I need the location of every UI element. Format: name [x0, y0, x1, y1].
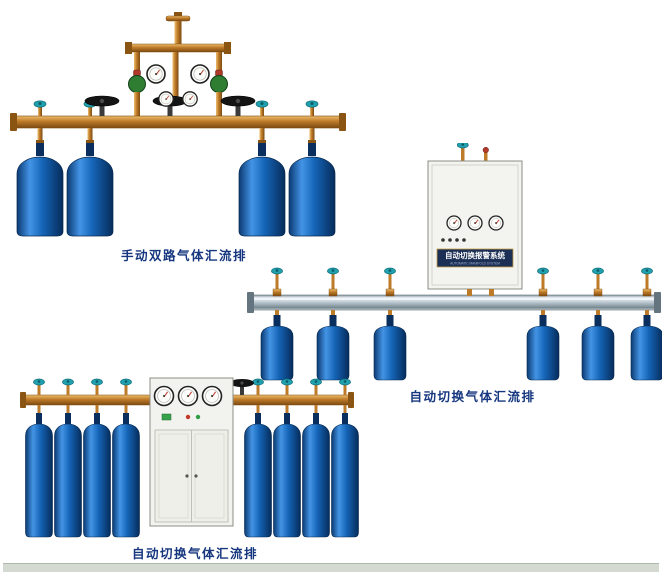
bar-fittings	[272, 288, 652, 297]
auto-switch-illustration-2	[20, 377, 359, 538]
gas-cylinder	[331, 412, 359, 538]
figure3-caption: 自动切换气体汇流排	[131, 547, 258, 561]
gas-cylinder	[112, 412, 140, 538]
gas-cylinder	[302, 412, 330, 538]
indicator-dot	[195, 414, 201, 420]
teal-valve-cap	[255, 100, 269, 108]
pressure-gauge	[177, 385, 199, 407]
teal-valve-cap	[33, 378, 45, 386]
cabinet-label: 自动切换报警系统	[445, 250, 505, 260]
valve-handwheel	[230, 379, 254, 395]
cabinet-sublabel: AUTOMATIC MANIFOLD SYSTEM	[450, 262, 500, 266]
pressure-regulator	[128, 75, 146, 93]
door-handle	[194, 474, 198, 478]
figure2-caption: 自动切换气体汇流排	[409, 390, 536, 404]
cabinet-label-plate	[436, 248, 514, 268]
pressure-gauge	[201, 385, 223, 407]
teal-valve-cap	[339, 378, 351, 386]
gas-cylinder	[581, 314, 615, 381]
cylinder-connectors	[36, 128, 316, 145]
pressure-gauge	[488, 215, 504, 231]
teal-valve-cap	[271, 267, 283, 275]
cylinder-valve-risers	[271, 267, 653, 295]
indicator-dot	[462, 238, 466, 242]
indicator-light	[161, 413, 172, 421]
indicator-dot	[185, 414, 191, 420]
gas-cylinder	[526, 314, 560, 381]
figure-auto-switch-manifold-2: 自动切换气体汇流排	[12, 372, 362, 562]
control-cabinet	[149, 377, 234, 527]
manifold-bar	[247, 292, 661, 313]
teal-valve-cap	[456, 143, 469, 149]
pressure-gauge	[158, 91, 174, 107]
figure1-caption: 手动双路气体汇流排	[120, 249, 247, 263]
teal-valve-cap	[310, 378, 322, 386]
teal-valve-cap	[33, 100, 47, 108]
manifold-pipe	[10, 113, 346, 131]
gas-cylinder	[316, 314, 350, 381]
teal-valve-cap	[281, 378, 293, 386]
pressure-gauge	[467, 215, 483, 231]
gas-cylinder	[25, 412, 53, 538]
teal-valve-cap	[120, 378, 132, 386]
teal-valve-cap	[91, 378, 103, 386]
teal-valve-cap	[641, 267, 653, 275]
indicator-dot	[448, 238, 452, 242]
gas-cylinder	[244, 412, 272, 538]
gas-cylinder	[66, 142, 114, 237]
gas-cylinder	[260, 314, 294, 381]
page-divider	[3, 563, 659, 572]
pressure-gauge	[153, 385, 175, 407]
pressure-gauge	[182, 91, 198, 107]
gas-cylinder	[16, 142, 64, 237]
gas-cylinder	[630, 314, 662, 381]
gas-cylinder	[273, 412, 301, 538]
cylinder-valve-risers	[33, 100, 319, 116]
pressure-gauge	[190, 64, 210, 84]
auto-switch-illustration: 自动切换报警系统 AUTOMATIC MANIFOLD SYSTEM	[247, 143, 662, 381]
teal-valve-cap	[252, 378, 264, 386]
indicator-dot	[441, 238, 445, 242]
indicator-dot	[455, 238, 459, 242]
pressure-regulator	[210, 75, 228, 93]
teal-valve-cap	[537, 267, 549, 275]
figure-auto-switch-manifold: 自动切换报警系统 AUTOMATIC MANIFOLD SYSTEM 自动切换气	[247, 143, 662, 405]
valve-knob	[482, 146, 489, 154]
teal-valve-cap	[305, 100, 319, 108]
gas-cylinder	[373, 314, 407, 381]
pressure-gauge	[146, 64, 166, 84]
control-cabinet: 自动切换报警系统 AUTOMATIC MANIFOLD SYSTEM	[427, 143, 523, 296]
teal-valve-cap	[327, 267, 339, 275]
figure-manual-dual-manifold: 手动双路气体汇流排	[8, 6, 348, 264]
gas-cylinder	[54, 412, 82, 538]
inlet-assembly	[125, 12, 231, 118]
door-handle	[185, 474, 189, 478]
pressure-gauge	[446, 215, 462, 231]
teal-valve-cap	[62, 378, 74, 386]
teal-valve-cap	[384, 267, 396, 275]
gas-cylinder	[83, 412, 111, 538]
cylinder-valve-risers	[33, 378, 351, 395]
teal-valve-cap	[592, 267, 604, 275]
valve-handwheel	[220, 95, 256, 117]
manual-dual-manifold-illustration	[10, 12, 346, 237]
